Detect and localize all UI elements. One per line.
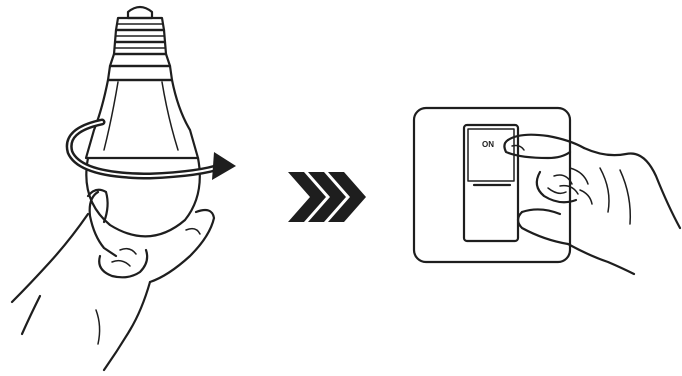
bulb-install-panel [12, 7, 236, 370]
bulb-collar [108, 66, 172, 80]
hand-twisting-bulb [12, 190, 214, 370]
bulb-screw-base [110, 7, 170, 66]
hand-pressing-switch [504, 135, 680, 274]
wall-switch-panel: ON [414, 108, 680, 274]
triple-chevron-right-icon [288, 172, 366, 222]
switch-on-label: ON [482, 140, 494, 149]
